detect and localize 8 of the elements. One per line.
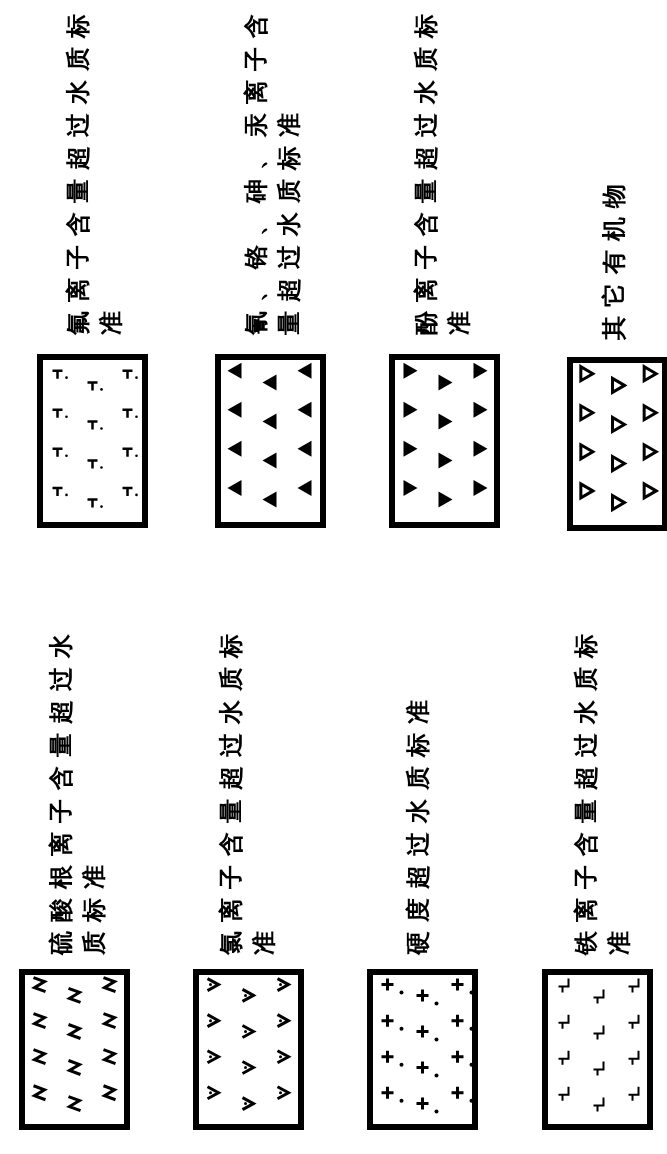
- legend-label: 酚离子含量超过水质标准: [411, 4, 474, 335]
- legend-label: 铁离子含量超过水质标准: [571, 624, 634, 955]
- legend-label: 氟离子含量超过水质标准: [63, 4, 126, 335]
- legend-label: 氰、铬、砷、汞离子含量超过水质标准: [241, 4, 304, 335]
- legend-label: 氯离子含量超过水质标准: [216, 624, 279, 955]
- legend-label: 硬度超过水质标准: [403, 690, 433, 955]
- legend-label: 其它有机物: [599, 174, 629, 340]
- legend-label: 硫酸根离子含量超过水质标准: [46, 624, 109, 955]
